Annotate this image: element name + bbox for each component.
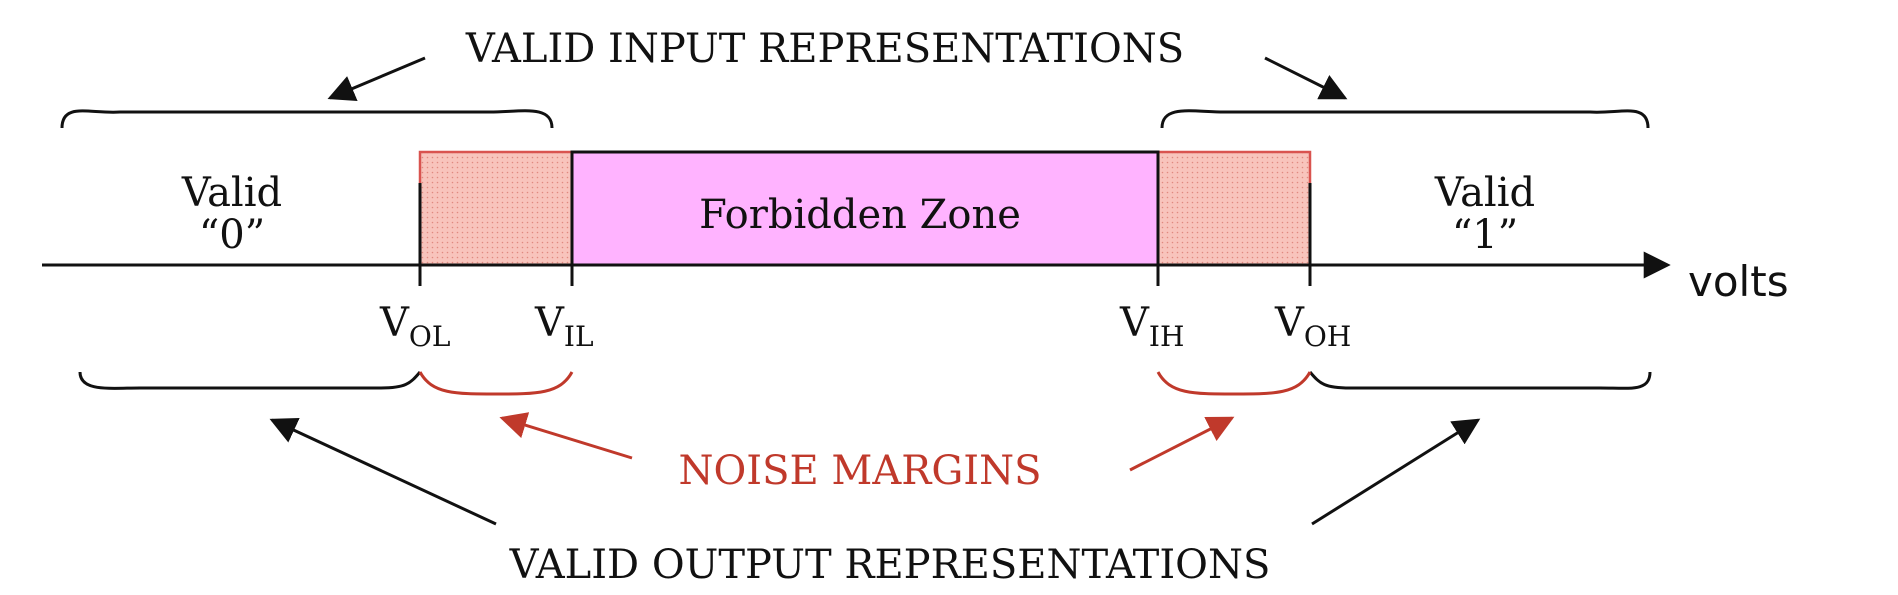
vol-label: VOL bbox=[379, 300, 450, 353]
input-arrow-right bbox=[1264, 56, 1348, 100]
input-brace-high bbox=[1160, 109, 1650, 129]
output-arrow-right bbox=[1311, 418, 1481, 526]
valid-zero-line2: “0” bbox=[199, 212, 265, 258]
valid-one-line2: “1” bbox=[1452, 212, 1518, 258]
valid-one-line1: Valid bbox=[1434, 170, 1535, 216]
noise-brace-high bbox=[1156, 371, 1312, 396]
vil-label: VIL bbox=[534, 300, 594, 353]
noise-arrow-right bbox=[1129, 416, 1235, 472]
output-brace-high bbox=[1308, 371, 1652, 390]
axis-label-volts: volts bbox=[1688, 257, 1789, 306]
vih-label: VIH bbox=[1119, 300, 1184, 353]
valid-zero-line1: Valid bbox=[181, 170, 282, 216]
input-brace-low bbox=[60, 109, 554, 129]
noise-margin-low bbox=[418, 150, 574, 267]
noise-margins-label: NOISE MARGINS bbox=[678, 448, 1041, 494]
noise-brace-low bbox=[418, 371, 574, 396]
voh-label: VOH bbox=[1274, 300, 1351, 353]
valid-output-label: VALID OUTPUT REPRESENTATIONS bbox=[509, 542, 1271, 588]
noise-arrow-left bbox=[499, 412, 633, 460]
output-brace-low bbox=[78, 371, 422, 390]
output-arrow-left bbox=[269, 417, 497, 526]
forbidden-zone bbox=[570, 150, 1160, 267]
forbidden-zone-label: Forbidden Zone bbox=[699, 192, 1021, 238]
noise-margin-high bbox=[1156, 150, 1312, 267]
valid-input-label: VALID INPUT REPRESENTATIONS bbox=[465, 26, 1184, 72]
input-arrow-left bbox=[327, 56, 426, 102]
